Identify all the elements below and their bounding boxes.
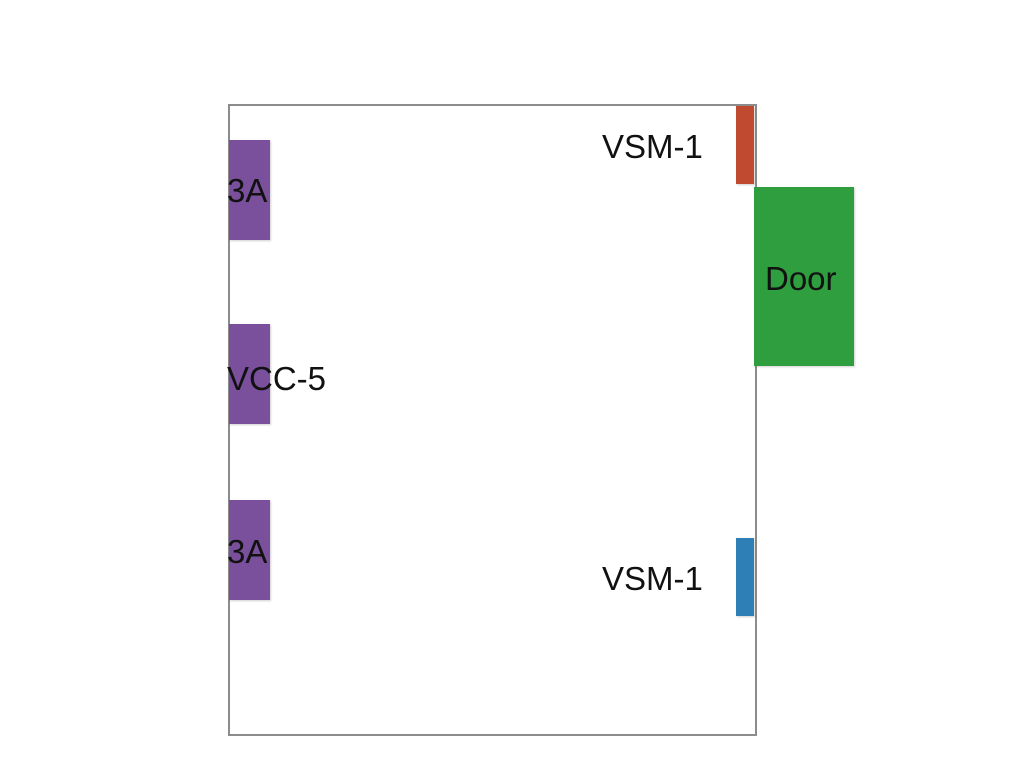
door-block [754, 187, 854, 366]
room-outline [228, 104, 757, 736]
unit-vsm-1-bottom [736, 538, 754, 616]
unit-vsm-1-top [736, 106, 754, 184]
unit-vcc-5-label: VCC-5 [227, 360, 327, 397]
unit-3a-top-label: 3A [227, 172, 268, 209]
unit-3a-bottom [229, 500, 270, 600]
unit-3a-top [229, 140, 270, 240]
unit-vsm-1-top-label: VSM-1 [602, 128, 703, 165]
unit-vsm-1-bottom-label: VSM-1 [602, 560, 703, 597]
door-label: Door [765, 260, 837, 297]
unit-vcc-5 [229, 324, 270, 424]
unit-3a-bottom-label: 3A [227, 533, 268, 570]
